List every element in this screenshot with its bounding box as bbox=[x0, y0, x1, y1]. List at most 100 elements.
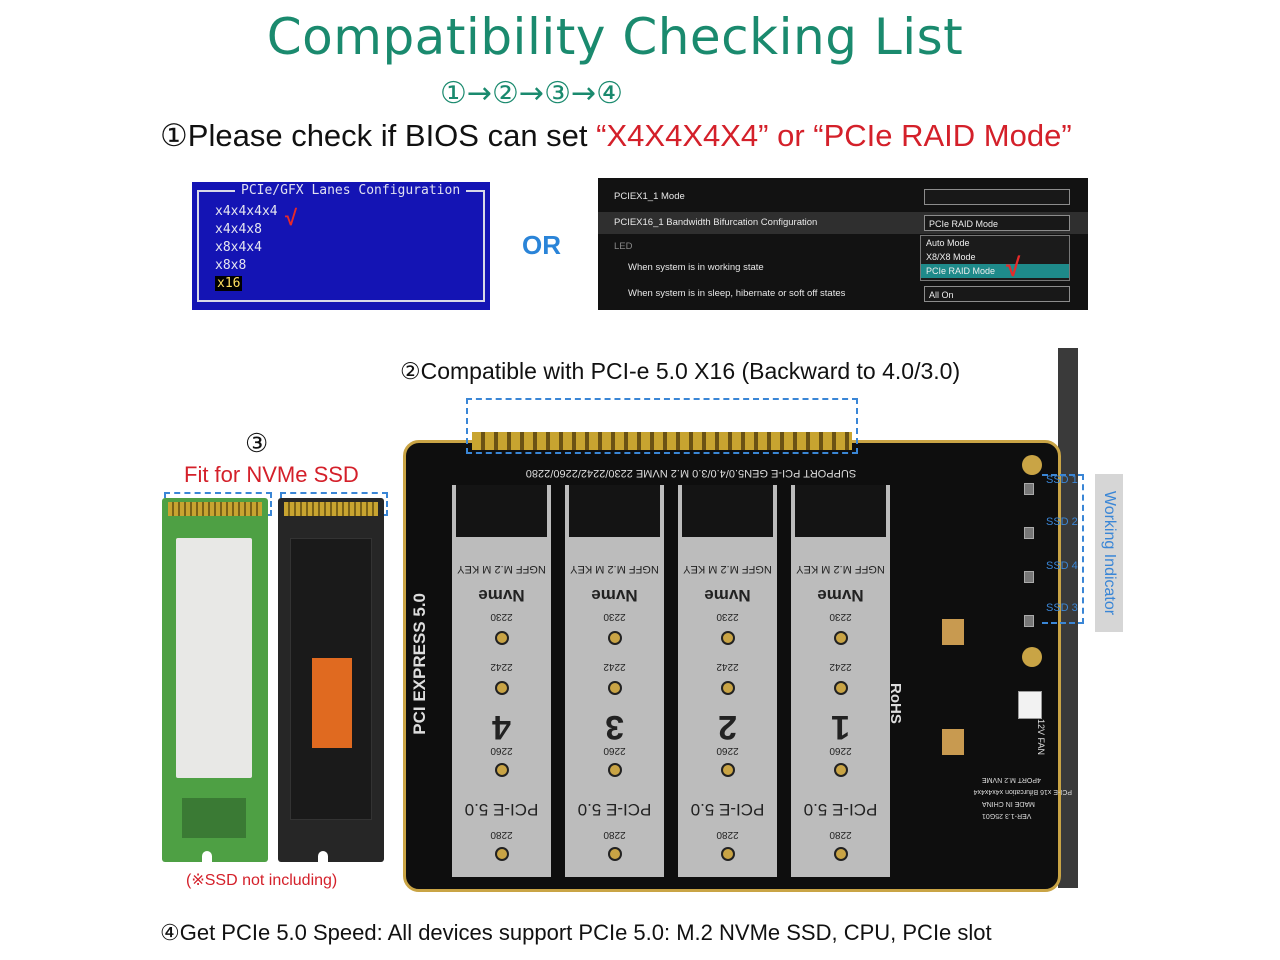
bios-option: x4x4x8 bbox=[215, 222, 262, 237]
standoff-hole bbox=[608, 681, 622, 695]
bios-option: x8x8 bbox=[215, 258, 247, 273]
led-highlight-box bbox=[1042, 474, 1084, 624]
uefi-dropdown bbox=[924, 189, 1070, 205]
slot-number: 4 bbox=[492, 708, 511, 746]
m2-slot-2: NGFF M.2 M KEY Nvme 2230 2242 2 2260 PCI… bbox=[678, 485, 777, 877]
step1-prefix: ①Please check if BIOS can set bbox=[160, 118, 597, 153]
ssd-mount-notch bbox=[202, 851, 212, 863]
m2-slot-1: NGFF M.2 M KEY Nvme 2230 2242 1 2260 PCI… bbox=[791, 485, 890, 877]
m2-connector bbox=[795, 485, 886, 537]
standoff-hole bbox=[608, 847, 622, 861]
standoff-hole bbox=[495, 763, 509, 777]
led-indicator-ssd1 bbox=[1024, 483, 1034, 495]
step1-highlight: “X4X4X4X4” or “PCIe RAID Mode” bbox=[596, 118, 1072, 153]
card-info-line: 4PORT M.2 NVME bbox=[982, 776, 1041, 783]
m2-slot-3: NGFF M.2 M KEY Nvme 2230 2242 3 2260 PCI… bbox=[565, 485, 664, 877]
size-label-2280: 2280 bbox=[490, 829, 513, 840]
mounting-screw bbox=[1022, 647, 1042, 667]
uefi-row-bifurcation: PCIEX16_1 Bandwidth Bifurcation Configur… bbox=[598, 212, 1088, 234]
bios-lanes-screenshot: PCIe/GFX Lanes Configuration x4x4x4x4 √ … bbox=[192, 182, 490, 310]
m2-connector bbox=[456, 485, 547, 537]
ssd-led-label: SSD 3 bbox=[1046, 602, 1078, 614]
standoff-hole bbox=[495, 847, 509, 861]
standoff-hole bbox=[608, 631, 622, 645]
standoff-hole bbox=[721, 681, 735, 695]
uefi-dropdown-option: Auto Mode bbox=[926, 238, 970, 248]
bios-option: x8x4x4 bbox=[215, 240, 262, 255]
slot-pcie-label: PCI-E 5.0 bbox=[577, 800, 652, 819]
working-indicator-label-box: Working Indicator bbox=[1095, 474, 1123, 632]
card-support-text: SUPPORT PCI-E GEN5.0/4.0/3.0 M.2 NVME 22… bbox=[525, 467, 857, 479]
ssd-controller bbox=[182, 798, 246, 838]
size-label-2280: 2280 bbox=[603, 829, 626, 840]
uefi-bifurcation-screenshot: PCIEX1_1 Mode PCIEX16_1 Bandwidth Bifurc… bbox=[598, 178, 1088, 310]
m2-connector bbox=[682, 485, 773, 537]
pcie-fingers-highlight bbox=[466, 398, 858, 454]
bios-header: PCIe/GFX Lanes Configuration bbox=[235, 183, 467, 198]
step4-text: ④Get PCIe 5.0 Speed: All devices support… bbox=[160, 920, 992, 945]
ssd-gold-contacts bbox=[284, 502, 378, 516]
size-label-2260: 2260 bbox=[716, 745, 739, 756]
pcie-gold-fingers bbox=[472, 432, 852, 450]
ssd-not-included-note: (※SSD not including) bbox=[186, 872, 338, 889]
size-label-2230: 2230 bbox=[603, 611, 626, 622]
ssd-led-label: SSD 1 bbox=[1046, 474, 1078, 486]
size-label-2230: 2230 bbox=[716, 611, 739, 622]
ssd-brand-logo bbox=[312, 658, 352, 748]
card-info-line: VER-1.3 25G01 bbox=[982, 812, 1032, 819]
rohs-label: RoHS bbox=[887, 683, 904, 724]
slot-nvme-label: Nvme bbox=[704, 586, 751, 605]
size-label-2280: 2280 bbox=[716, 829, 739, 840]
card-info-lines: VER-1.3 25G01 MADE IN CHINA PCI-E x16 Bi… bbox=[973, 773, 1072, 821]
inductor bbox=[942, 729, 964, 755]
slot-number: 2 bbox=[718, 708, 737, 746]
card-info-line: MADE IN CHINA bbox=[982, 800, 1035, 807]
uefi-dropdown-option: X8/X8 Mode bbox=[926, 252, 976, 262]
ssd-label-sticker bbox=[176, 538, 252, 778]
standoff-hole bbox=[495, 681, 509, 695]
pcie-adapter-card: SUPPORT PCI-E GEN5.0/4.0/3.0 M.2 NVME 22… bbox=[403, 440, 1072, 892]
size-label-2242: 2242 bbox=[490, 661, 513, 672]
check-mark-icon: √ bbox=[1006, 252, 1021, 282]
uefi-dropdown-option-selected: PCIe RAID Mode bbox=[921, 264, 1069, 278]
slot-nvme-label: Nvme bbox=[817, 586, 864, 605]
m2-connector bbox=[569, 485, 660, 537]
step3-label: Fit for NVMe SSD bbox=[184, 462, 359, 487]
card-info-text: VER-1.3 25G01 MADE IN CHINA PCI-E x16 Bi… bbox=[974, 773, 1072, 873]
uefi-row-label: When system is in sleep, hibernate or so… bbox=[628, 288, 846, 299]
led-indicator-ssd2 bbox=[1024, 527, 1034, 539]
size-label-2260: 2260 bbox=[829, 745, 852, 756]
uefi-row-working: When system is in working state bbox=[628, 262, 764, 273]
led-indicator-ssd3 bbox=[1024, 615, 1034, 627]
standoff-hole bbox=[608, 763, 622, 777]
slot-pcie-label: PCI-E 5.0 bbox=[464, 800, 539, 819]
bios-option-selected: x16 bbox=[215, 276, 243, 291]
size-label-2260: 2260 bbox=[603, 745, 626, 756]
check-mark-icon: √ bbox=[285, 205, 298, 230]
card-info-line: PCI-E x16 Bifurcation x4x4x4x4 bbox=[973, 788, 1072, 795]
slot-pcie-label: PCI-E 5.0 bbox=[803, 800, 878, 819]
working-indicator-label: Working Indicator bbox=[1101, 490, 1118, 616]
slot-key-label: NGFF M.2 M KEY bbox=[457, 563, 546, 575]
uefi-row-pciex1: PCIEX1_1 Mode bbox=[598, 186, 1088, 208]
ssd-gold-contacts bbox=[168, 502, 262, 516]
slot-pcie-label: PCI-E 5.0 bbox=[690, 800, 765, 819]
uefi-row-led: LED bbox=[614, 241, 633, 252]
uefi-row-label: PCIEX1_1 Mode bbox=[614, 191, 685, 202]
size-label-2230: 2230 bbox=[490, 611, 513, 622]
uefi-row-sleep: When system is in sleep, hibernate or so… bbox=[598, 283, 1088, 305]
uefi-dropdown-led: All On bbox=[924, 286, 1070, 302]
slot-number: 1 bbox=[831, 708, 850, 746]
slot-key-label: NGFF M.2 M KEY bbox=[683, 563, 772, 575]
standoff-hole bbox=[834, 847, 848, 861]
page-title: Compatibility Checking List bbox=[266, 8, 964, 66]
led-indicator-ssd4 bbox=[1024, 571, 1034, 583]
size-label-2280: 2280 bbox=[829, 829, 852, 840]
inductor bbox=[942, 619, 964, 645]
ssd-mount-notch bbox=[318, 851, 328, 863]
slot-key-label: NGFF M.2 M KEY bbox=[796, 563, 885, 575]
ssd-led-label: SSD 4 bbox=[1046, 560, 1078, 572]
standoff-hole bbox=[721, 763, 735, 777]
slot-number: 3 bbox=[605, 708, 624, 746]
ssd-image-black bbox=[278, 498, 384, 863]
